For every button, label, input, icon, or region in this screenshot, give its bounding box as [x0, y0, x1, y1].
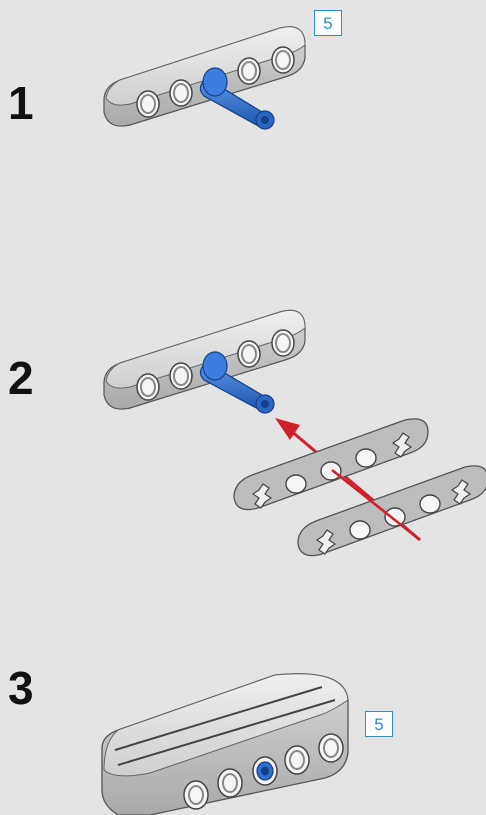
thin-liftarm-icon: [233, 418, 429, 511]
axle-pin-icon: [199, 351, 275, 414]
step-1-number: 1: [8, 77, 34, 129]
step-3-number: 3: [8, 662, 34, 714]
step-1-quantity-badge: 5: [314, 10, 342, 36]
liftarm-beam-icon: [103, 26, 306, 127]
beam-stack-icon: [101, 673, 349, 815]
assembly-guide-line: [331, 469, 421, 541]
step-3-quantity-badge: 5: [365, 711, 393, 737]
axle-pin-icon: [199, 67, 275, 130]
step-2-number: 2: [8, 352, 34, 404]
thin-liftarm-icon: [297, 465, 486, 557]
